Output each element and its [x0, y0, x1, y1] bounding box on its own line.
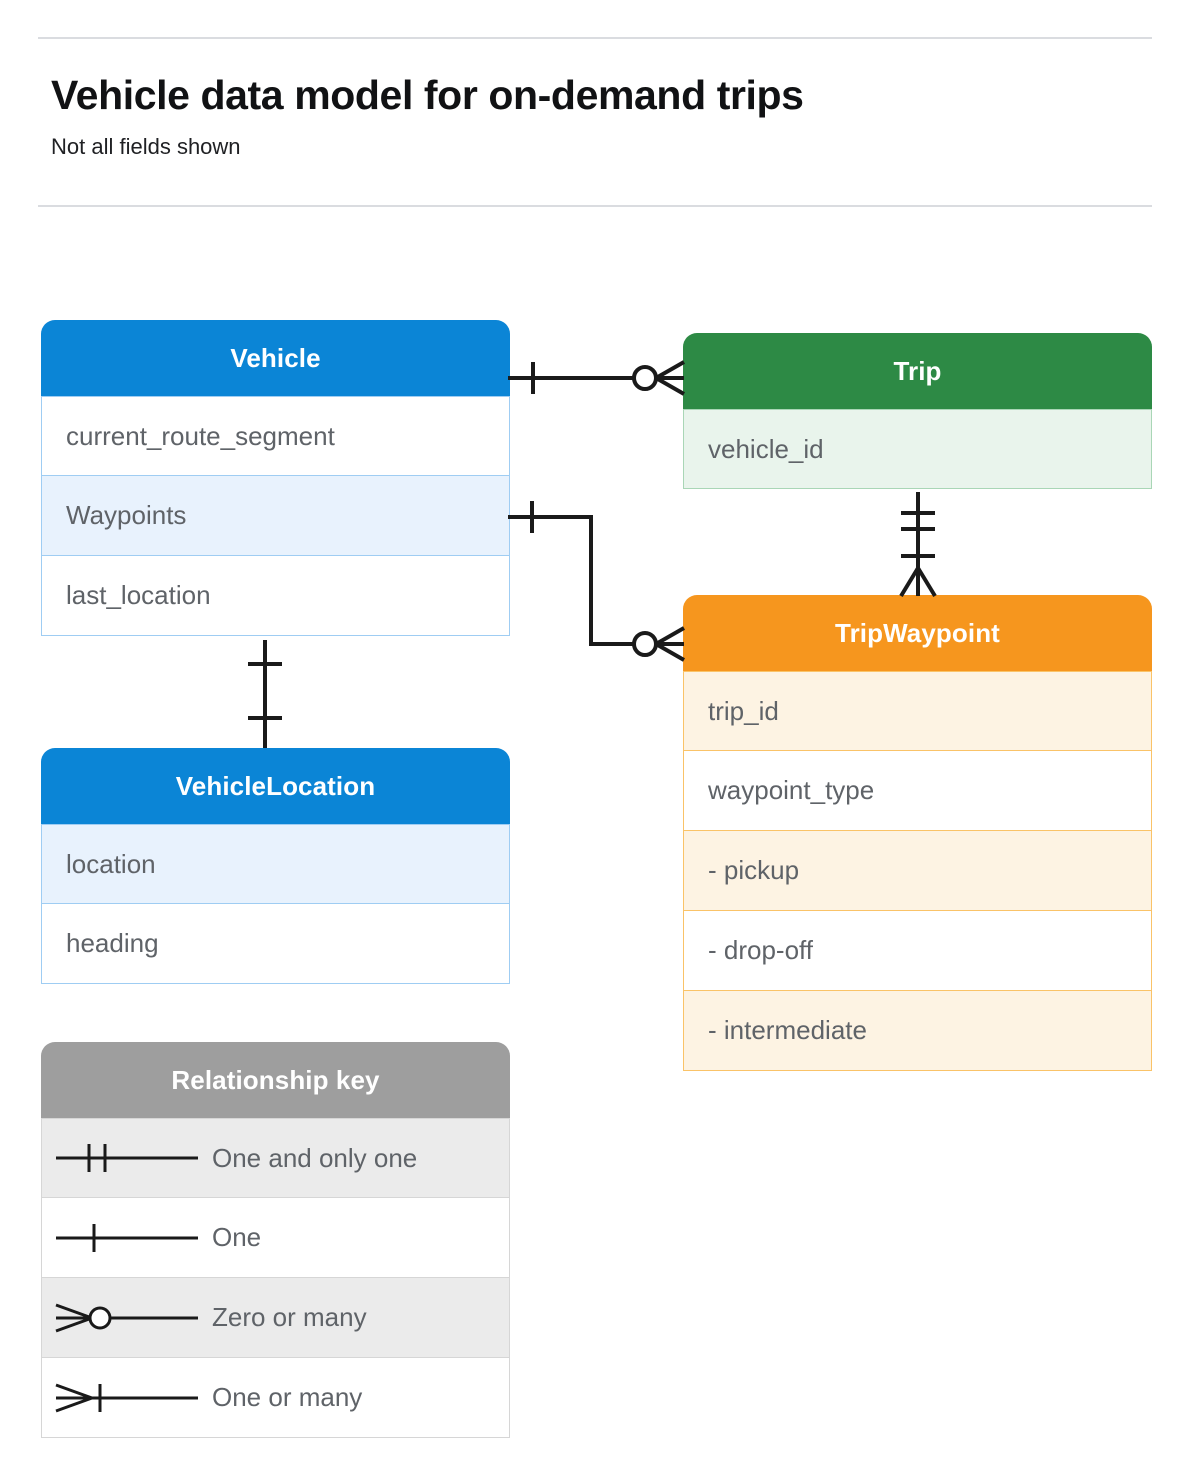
page-subtitle: Not all fields shown [51, 134, 241, 159]
connector-vehicle-vehiclelocation [248, 640, 282, 748]
connector-vehicle-trip [508, 360, 685, 396]
entity-vehiclelocation[interactable]: VehicleLocation location heading [41, 748, 510, 984]
field-row[interactable]: vehicle_id [683, 409, 1152, 489]
connector-waypoints-tripwaypoint [508, 501, 685, 662]
entity-vehicle[interactable]: Vehicle current_route_segment Waypoints … [41, 320, 510, 636]
field-row[interactable]: Waypoints [41, 476, 510, 556]
legend-item[interactable]: One [41, 1198, 510, 1278]
entity-tripwaypoint-fields: trip_id waypoint_type - pickup - drop-of… [683, 671, 1152, 1071]
one-icon [42, 1198, 212, 1277]
legend-rows: One and only one One [41, 1118, 510, 1438]
entity-vehiclelocation-fields: location heading [41, 824, 510, 984]
divider-bottom [38, 205, 1152, 207]
legend-item[interactable]: One and only one [41, 1118, 510, 1198]
legend-item[interactable]: One or many [41, 1358, 510, 1438]
legend-item-label: One [212, 1222, 262, 1252]
entity-tripwaypoint-title: TripWaypoint [683, 595, 1152, 671]
legend-item-label: One and only one [212, 1142, 418, 1173]
field-row[interactable]: - pickup [683, 831, 1152, 911]
field-row[interactable]: waypoint_type [683, 751, 1152, 831]
divider-top [38, 37, 1152, 39]
entity-vehiclelocation-title: VehicleLocation [41, 748, 510, 824]
field-row[interactable]: - drop-off [683, 911, 1152, 991]
connector-trip-tripwaypoint [899, 492, 937, 598]
one-and-only-one-icon [42, 1119, 212, 1197]
entity-trip-fields: vehicle_id [683, 409, 1152, 489]
field-row[interactable]: location [41, 824, 510, 904]
entity-vehicle-title: Vehicle [41, 320, 510, 396]
field-row[interactable]: - intermediate [683, 991, 1152, 1071]
entity-trip-title: Trip [683, 333, 1152, 409]
entity-tripwaypoint[interactable]: TripWaypoint trip_id waypoint_type - pic… [683, 595, 1152, 1071]
legend-title: Relationship key [41, 1042, 510, 1118]
legend-relationship-key[interactable]: Relationship key One and only one [41, 1042, 510, 1438]
field-row[interactable]: trip_id [683, 671, 1152, 751]
legend-item[interactable]: Zero or many [41, 1278, 510, 1358]
zero-or-many-icon [42, 1278, 212, 1357]
one-or-many-icon [42, 1358, 212, 1437]
field-row[interactable]: last_location [41, 556, 510, 636]
field-row[interactable]: current_route_segment [41, 396, 510, 476]
page-title: Vehicle data model for on-demand trips [51, 72, 804, 118]
entity-vehicle-fields: current_route_segment Waypoints last_loc… [41, 396, 510, 636]
legend-item-label: One or many [212, 1382, 363, 1412]
entity-trip[interactable]: Trip vehicle_id [683, 333, 1152, 489]
legend-item-label: Zero or many [212, 1302, 367, 1332]
field-row[interactable]: heading [41, 904, 510, 984]
